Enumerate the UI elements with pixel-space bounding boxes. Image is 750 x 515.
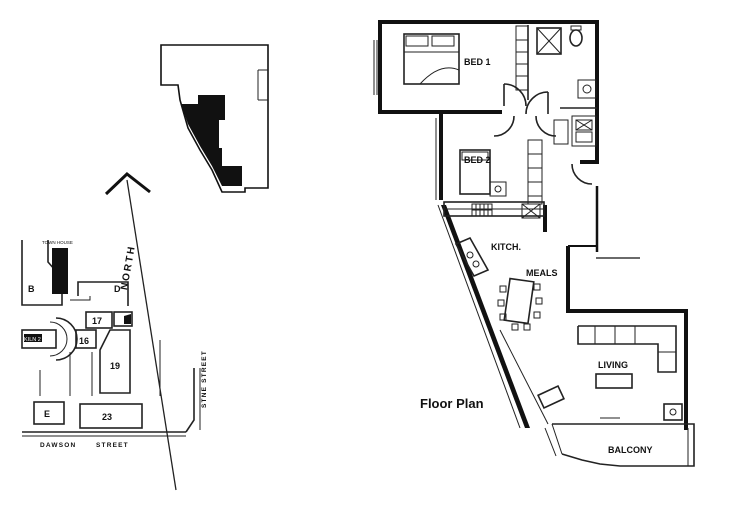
street-name-side: STNE STREET: [201, 350, 208, 408]
street-name-dawson: DAWSON: [40, 442, 76, 449]
block-d-label: D: [114, 284, 121, 294]
kiln-label: KILN 2: [24, 337, 41, 343]
block-19-label: 19: [110, 361, 120, 371]
unit-floor-plan: BED 1 BED 2: [373, 20, 695, 467]
room-label-bed1: BED 1: [464, 57, 491, 67]
block-e-label: E: [44, 409, 50, 419]
unit-highlight: [181, 95, 242, 186]
building-key-plan: [160, 44, 269, 193]
room-label-kitchen: KITCH.: [491, 242, 521, 252]
block-b-label: B: [28, 284, 35, 294]
plan-title: Floor Plan: [420, 396, 484, 411]
room-label-bed2: BED 2: [464, 155, 491, 165]
room-label-meals: MEALS: [526, 268, 558, 278]
room-label-living: LIVING: [598, 360, 628, 370]
street-name-street: STREET: [96, 442, 129, 449]
site-map: B TOWN HOUSE KILN 2 D 17 16 19 E 23: [21, 240, 208, 449]
block-16-label: 16: [79, 336, 89, 346]
town-house-label: TOWN HOUSE: [42, 240, 73, 245]
block-23-label: 23: [102, 412, 112, 422]
block-17-label: 17: [92, 316, 102, 326]
room-label-balcony: BALCONY: [608, 445, 653, 455]
